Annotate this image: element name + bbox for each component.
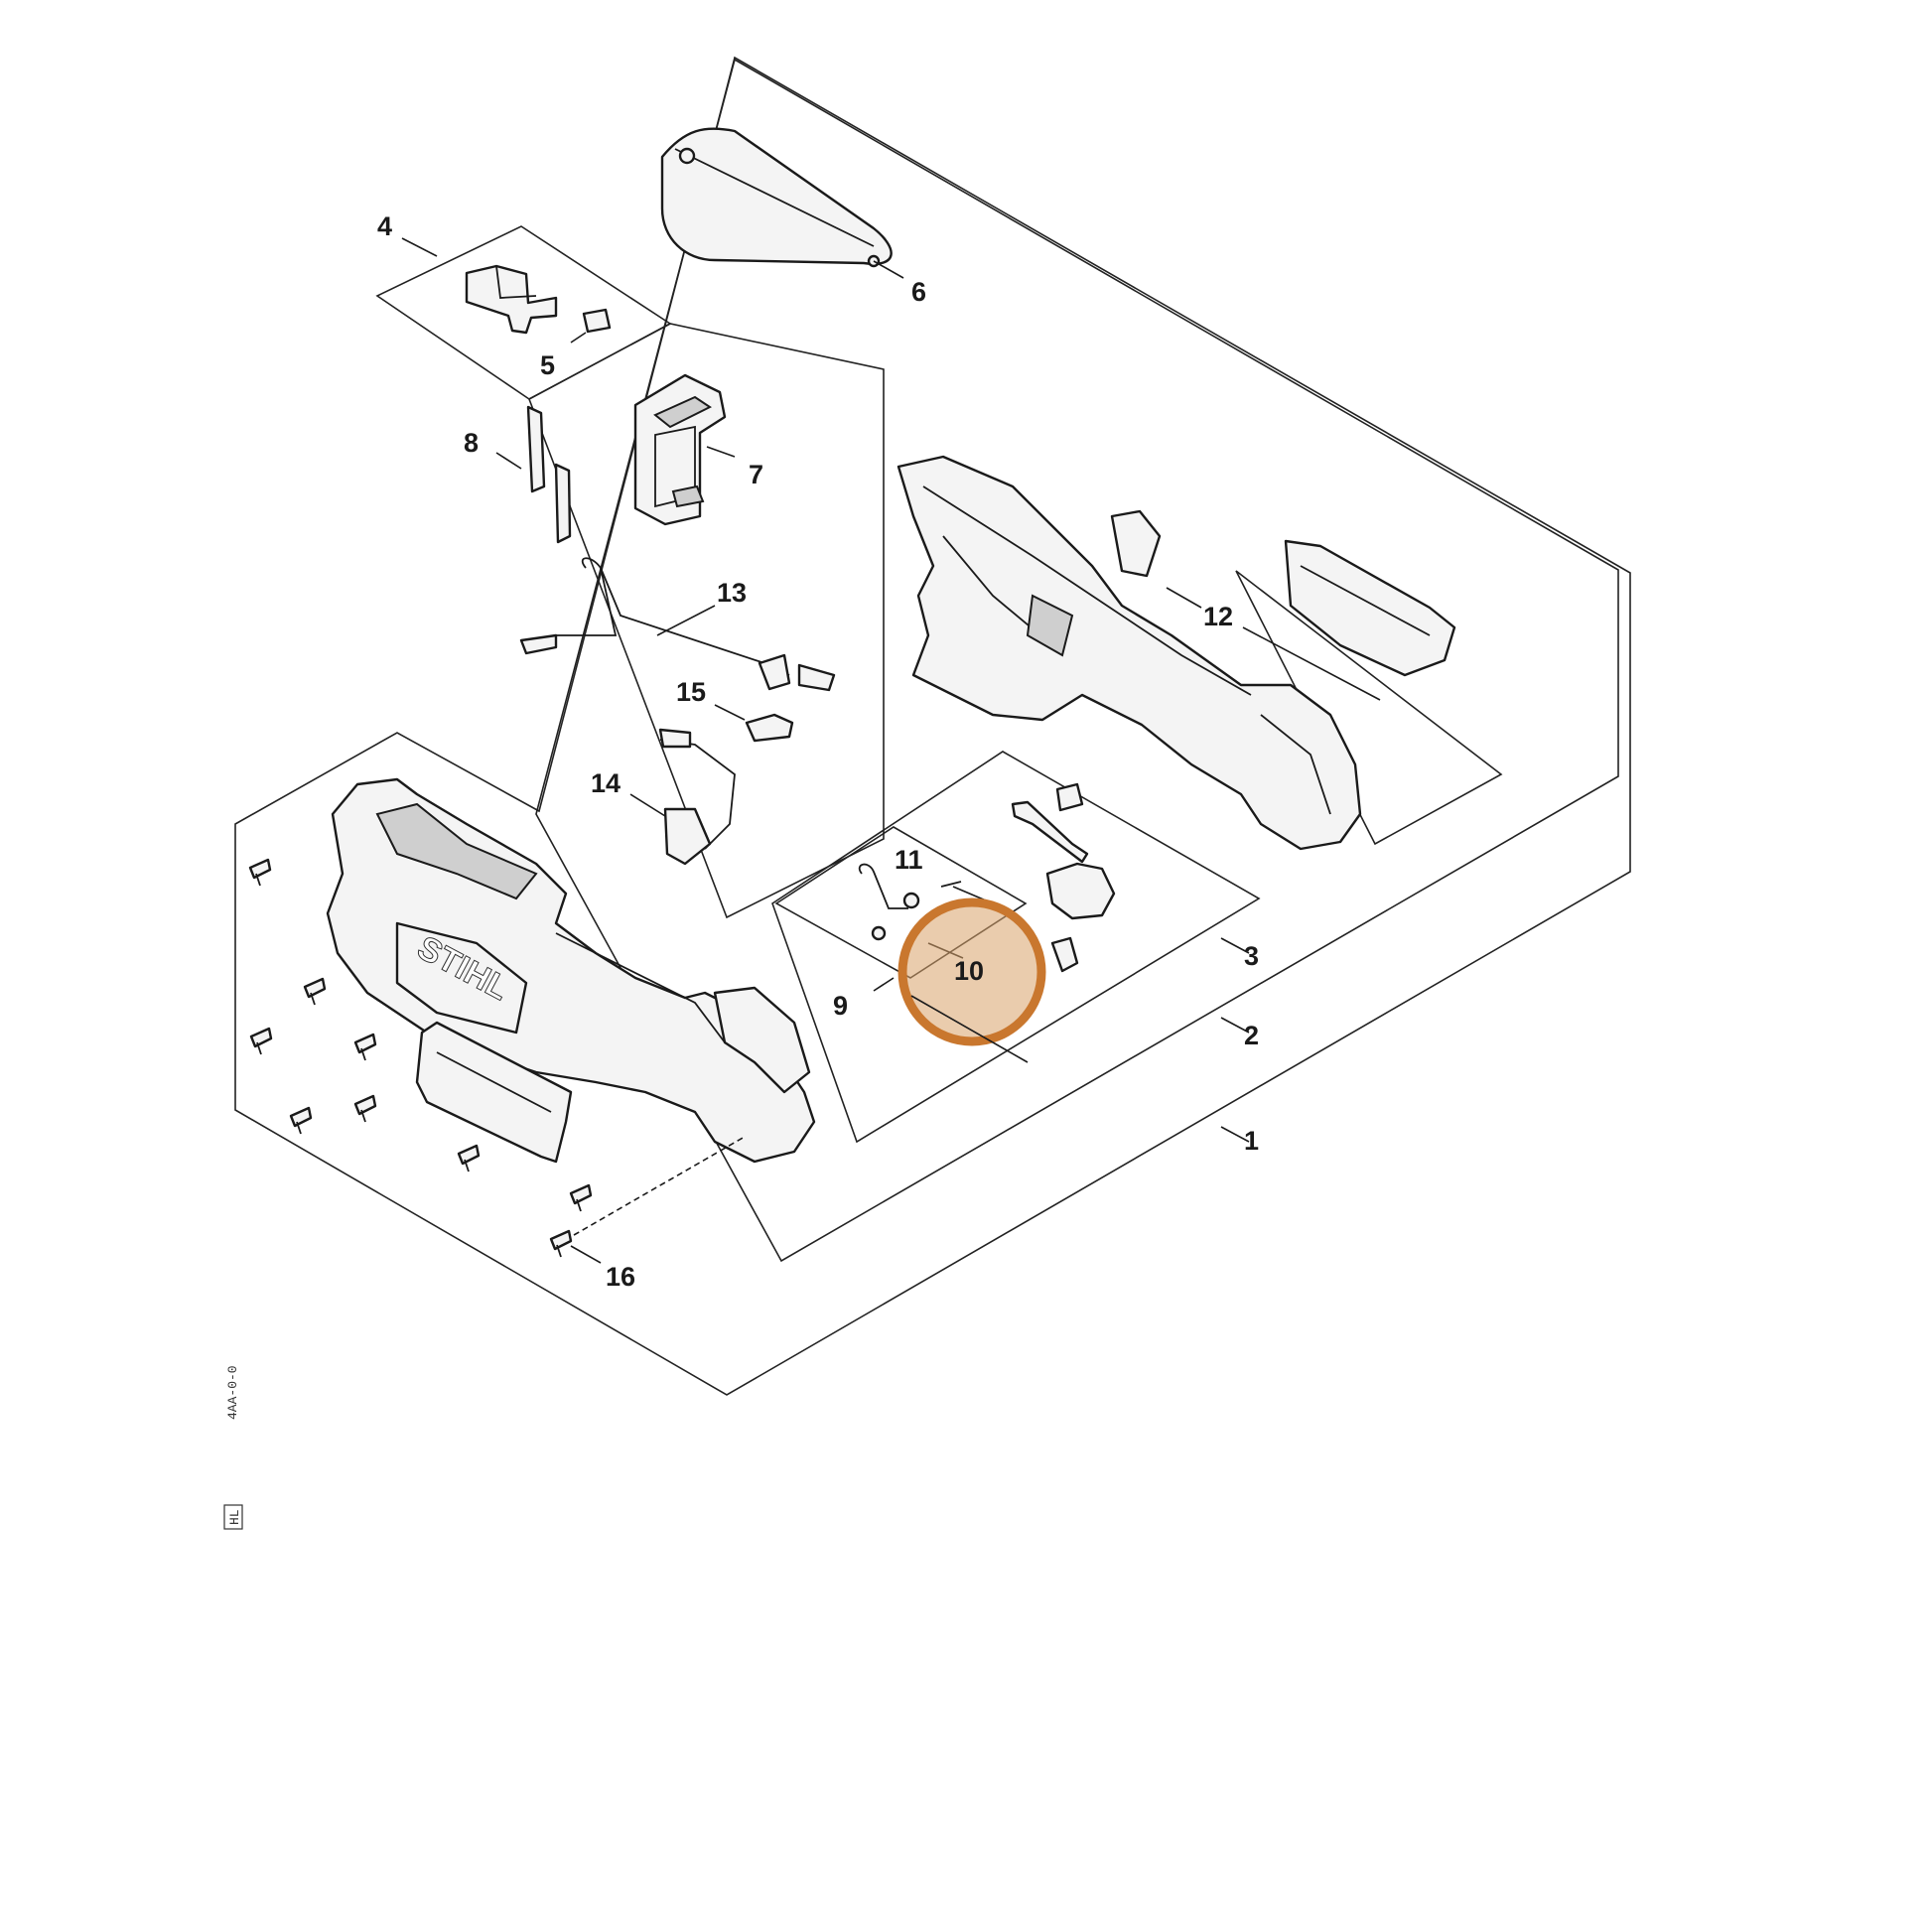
callout-7[interactable]: 7	[749, 460, 763, 489]
screw	[353, 1033, 377, 1061]
part-6-cover	[660, 127, 893, 268]
callout-16[interactable]: 16	[606, 1262, 635, 1292]
callout-12[interactable]: 12	[1203, 602, 1233, 631]
callout-labels: 1 2 3 4 5 6 7 8 9 10 11 12 13 14 15 16	[377, 211, 1259, 1292]
callout-6[interactable]: 6	[911, 277, 926, 307]
part-8-rails	[526, 405, 572, 544]
assembly-frames	[234, 56, 1631, 1396]
screw	[549, 1229, 573, 1258]
part-15-connector	[745, 713, 794, 743]
reference-box-text: HL	[227, 1509, 242, 1525]
highlight-marker	[897, 897, 1046, 1046]
callout-11[interactable]: 11	[895, 845, 923, 875]
callout-13[interactable]: 13	[717, 578, 747, 608]
callout-3[interactable]: 3	[1244, 941, 1259, 971]
part-13-wire	[519, 557, 836, 692]
screw	[249, 1027, 273, 1055]
screw	[303, 977, 327, 1006]
part-16-screws	[248, 858, 746, 1258]
leader-lines	[401, 237, 1381, 1264]
part-14-switch	[658, 728, 736, 866]
frame-3	[771, 751, 1261, 1144]
part-4-trigger	[465, 264, 558, 335]
callout-15[interactable]: 15	[676, 677, 706, 707]
screw	[248, 858, 272, 887]
part-12-housing-shell	[897, 455, 1362, 851]
callout-10[interactable]: 10	[954, 956, 984, 986]
callout-2[interactable]: 2	[1244, 1021, 1259, 1050]
frame-9	[774, 826, 1028, 979]
screw	[457, 1144, 481, 1173]
part-5-block	[582, 308, 612, 334]
part-7-switch-housing	[633, 373, 727, 526]
callout-5[interactable]: 5	[540, 350, 555, 380]
reference-code: 4AA-0-0 HL	[223, 1365, 243, 1530]
callout-4[interactable]: 4	[377, 211, 392, 241]
part-1-main-housing: STIHL	[326, 777, 816, 1164]
screw	[353, 1094, 377, 1123]
callout-8[interactable]: 8	[464, 428, 479, 458]
parts-springs-pins	[858, 863, 962, 941]
part-3-right-half	[1284, 539, 1456, 677]
frame-1	[234, 56, 1631, 1396]
callout-1[interactable]: 1	[1244, 1126, 1259, 1156]
part-grip-insert	[415, 1021, 573, 1164]
parts-trigger-mechanism	[1011, 782, 1116, 973]
callout-9[interactable]: 9	[833, 991, 848, 1021]
callout-14[interactable]: 14	[591, 768, 621, 798]
reference-code-text: 4AA-0-0	[225, 1365, 240, 1420]
screw	[569, 1183, 593, 1212]
screw	[289, 1106, 313, 1135]
